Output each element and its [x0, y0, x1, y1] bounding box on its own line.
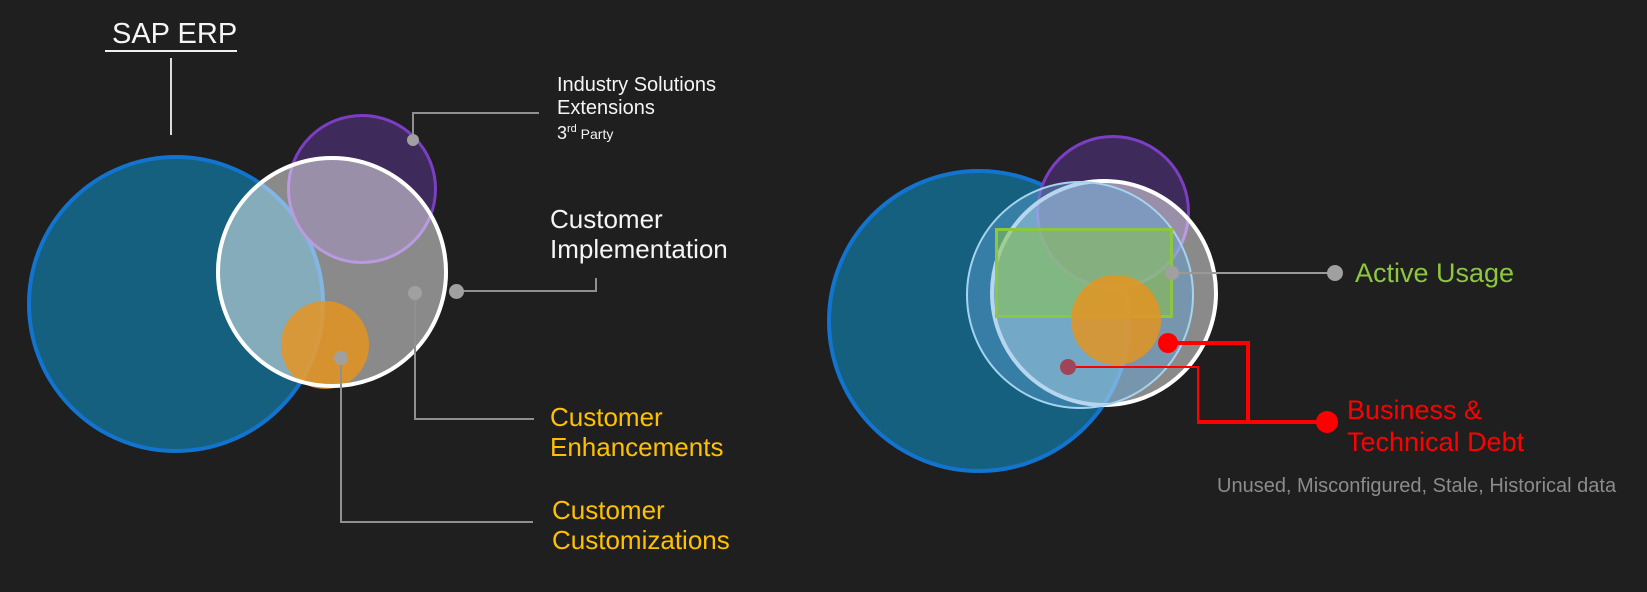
customizations-connector-vertical: [340, 358, 342, 523]
third-party-rest: Party: [576, 126, 614, 142]
active-usage-anchor-dot: [1165, 266, 1179, 280]
third-party-number: 3: [557, 123, 568, 143]
implementation-label-line2: Implementation: [550, 234, 728, 264]
debt-label-line1: Business &: [1347, 395, 1483, 425]
customizations-label-line1: Customer: [552, 495, 665, 525]
debt-connector-thin-vertical: [1197, 366, 1199, 422]
enhancements-connector-vertical: [414, 294, 416, 420]
debt-label-dot: [1316, 411, 1338, 433]
enhancements-label-line2: Enhancements: [550, 432, 724, 462]
industry-label-line1: Industry Solutions: [557, 74, 716, 96]
implementation-connector-vertical: [595, 278, 597, 292]
active-usage-connector-line: [1179, 272, 1329, 274]
implementation-connector-horizontal: [456, 290, 597, 292]
sap-erp-pointer-line: [170, 58, 172, 135]
debt-anchor-dot: [1158, 333, 1178, 353]
customer-implementation-circle-border: [216, 156, 448, 388]
enhancements-connector-horizontal: [414, 418, 534, 420]
debt-connector-horizontal-2: [1197, 420, 1329, 424]
debt-connector-horizontal-1: [1168, 341, 1250, 345]
business-technical-debt-label: Business & Technical Debt: [1347, 394, 1524, 458]
sap-erp-title: SAP ERP: [112, 18, 238, 50]
debt-connector-thin-horizontal: [1068, 366, 1199, 368]
industry-label-line3: 3rd Party: [557, 120, 716, 144]
active-usage-label: Active Usage: [1355, 258, 1515, 288]
industry-label-line2: Extensions: [557, 97, 655, 119]
active-usage-label-dot: [1327, 265, 1343, 281]
customer-customizations-circle-right: [1071, 275, 1161, 365]
industry-solutions-label: Industry Solutions Extensions 3rd Party: [557, 74, 716, 144]
debt-connector-vertical-1: [1246, 341, 1250, 424]
industry-connector-vertical: [412, 113, 414, 142]
third-party-superscript: rd: [567, 123, 577, 135]
customizations-connector-horizontal: [340, 521, 533, 523]
sap-erp-title-underline: [105, 50, 237, 52]
customizations-label-line2: Customizations: [552, 525, 730, 555]
unused-data-note: Unused, Misconfigured, Stale, Historical…: [1217, 475, 1617, 497]
industry-connector-horizontal: [412, 112, 539, 114]
industry-connector-dot: [407, 134, 419, 146]
customizations-connector-dot: [334, 351, 348, 365]
customer-customizations-label: Customer Customizations: [552, 495, 730, 555]
implementation-label-line1: Customer: [550, 204, 663, 234]
implementation-connector-dot: [449, 284, 464, 299]
enhancements-connector-dot: [408, 286, 422, 300]
debt-label-line2: Technical Debt: [1347, 427, 1525, 457]
customer-implementation-label: Customer Implementation: [550, 204, 728, 264]
enhancements-label-line1: Customer: [550, 402, 663, 432]
customer-enhancements-label: Customer Enhancements: [550, 402, 723, 462]
debt-anchor-dot-maroon: [1060, 359, 1076, 375]
